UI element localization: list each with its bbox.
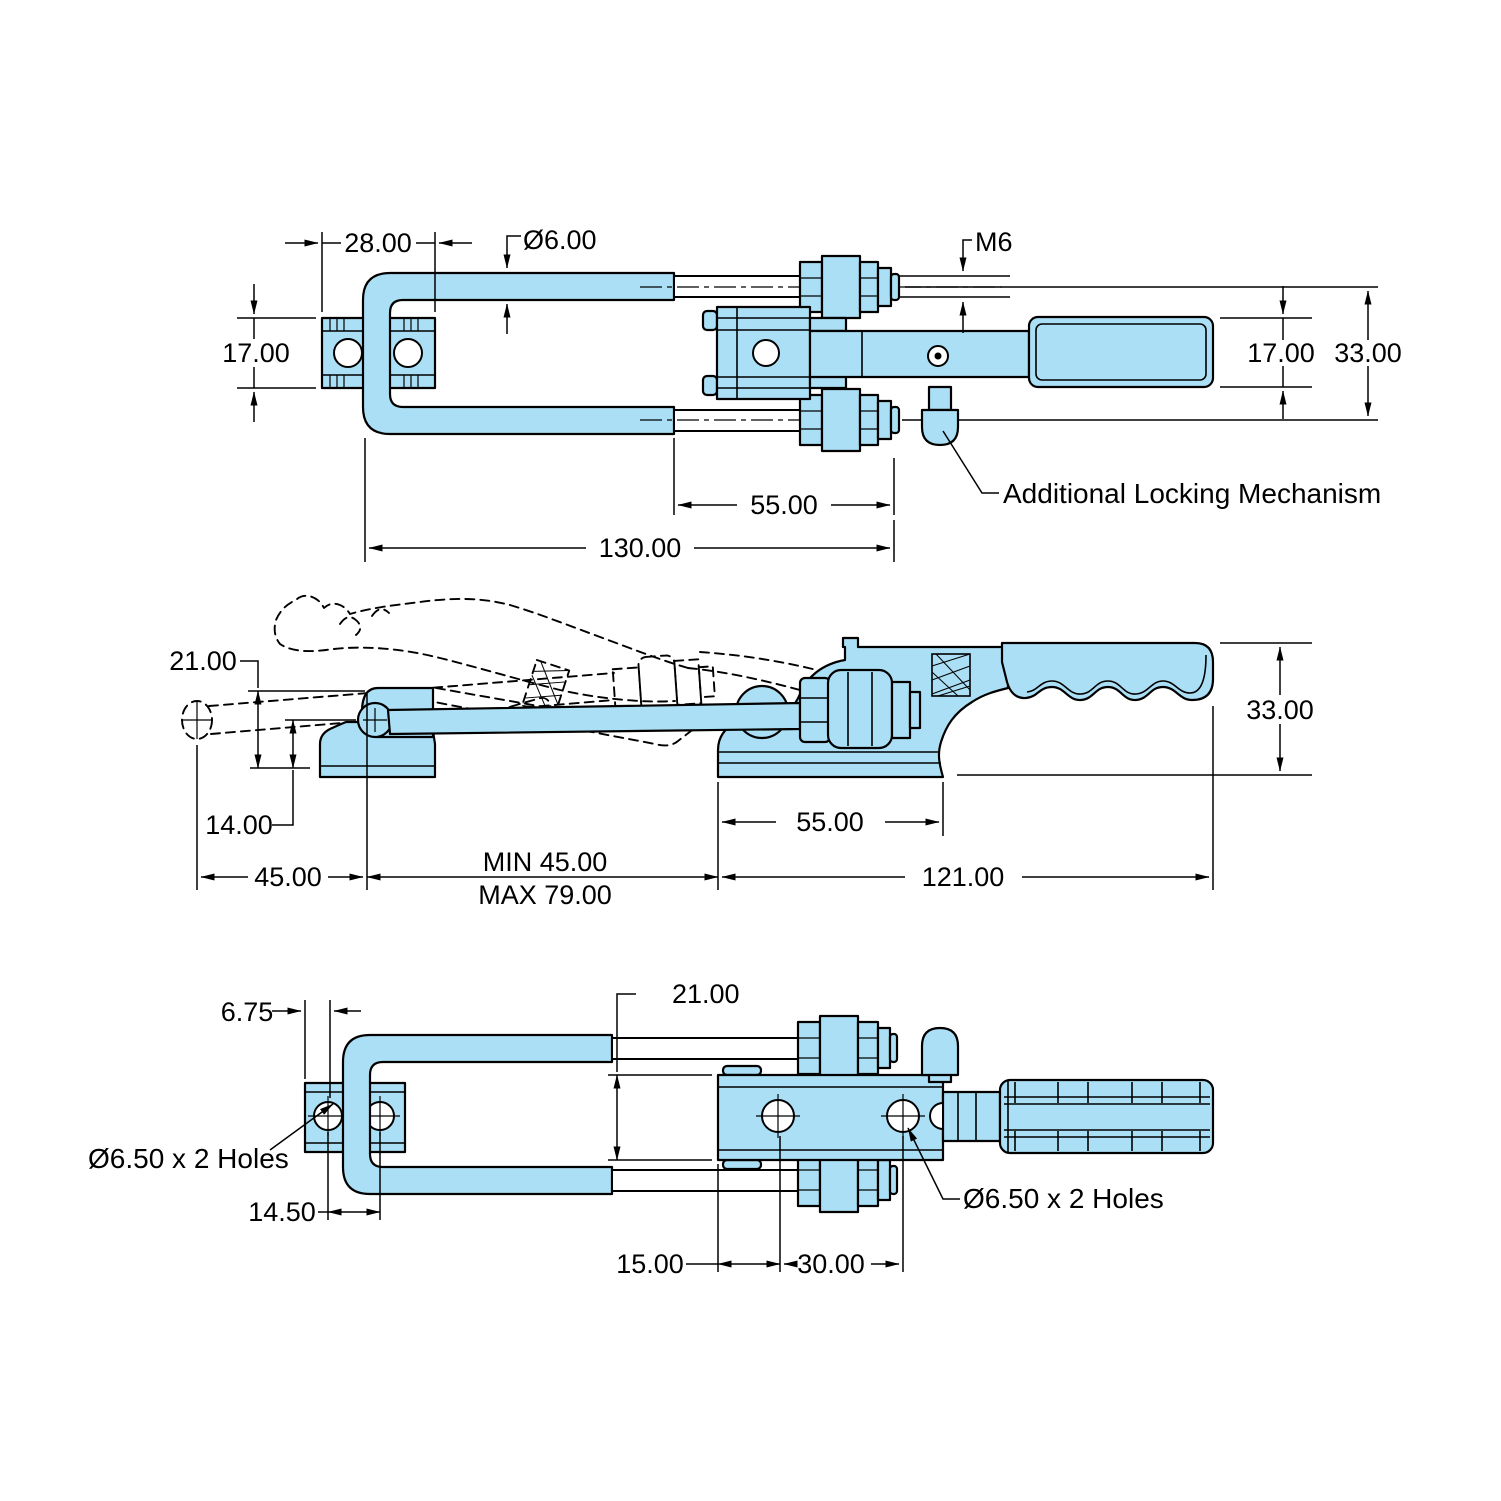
- catch-hole: [333, 338, 363, 368]
- dim-121: 121.00: [922, 862, 1005, 892]
- side-view: 21.00 14.00 45.00 MIN 45.00 MAX 79.00 55…: [169, 594, 1314, 910]
- dim-1450: 14.50: [248, 1197, 316, 1227]
- bottom-base-plate: [716, 1064, 945, 1171]
- catch-hole: [393, 338, 423, 368]
- bottom-clevis: [929, 1090, 1002, 1143]
- bottom-rod-2: [611, 1169, 803, 1192]
- top-nut-cluster: [798, 254, 901, 320]
- top-view-dimensions: 28.00 Ø6.00 M6 17.00 55.00: [222, 225, 1402, 563]
- dim-55-side: 55.00: [796, 807, 864, 837]
- side-latch-rod: [386, 701, 802, 736]
- side-spring: [931, 653, 971, 697]
- dim-30: 30.00: [797, 1249, 865, 1279]
- dim-33-side: 33.00: [1246, 695, 1314, 725]
- dim-17-left: 17.00: [222, 338, 290, 368]
- dim-33-top: 33.00: [1334, 338, 1402, 368]
- top-view: 28.00 Ø6.00 M6 17.00 55.00: [222, 225, 1402, 563]
- dim-min: MIN 45.00: [483, 847, 608, 877]
- dim-thread: M6: [975, 227, 1013, 257]
- handle-grip-side: [1000, 641, 1215, 702]
- dim-21-bottom: 21.00: [672, 979, 740, 1009]
- dim-675: 6.75: [221, 997, 274, 1027]
- knurl-ticks: [1014, 1082, 1201, 1151]
- dim-28: 28.00: [344, 228, 412, 258]
- bottom-u-bolt: [341, 1033, 614, 1196]
- locking-knob-top: [920, 385, 960, 447]
- side-view-dimensions: 21.00 14.00 45.00 MIN 45.00 MAX 79.00 55…: [169, 642, 1314, 910]
- dim-rod-dia: Ø6.00: [523, 225, 597, 255]
- dim-14: 14.00: [205, 810, 273, 840]
- dim-55-top: 55.00: [750, 490, 818, 520]
- locking-knob-bottom: [920, 1026, 960, 1084]
- lever-arm: [808, 329, 1031, 379]
- bottom-view-dimensions: 6.75 21.00 14.50 15.00 30.00 Ø: [88, 979, 1164, 1279]
- dim-17-right: 17.00: [1247, 338, 1315, 368]
- bottom-view: 6.75 21.00 14.50 15.00 30.00 Ø: [88, 979, 1215, 1279]
- callout-locking-mechanism: Additional Locking Mechanism: [1003, 478, 1381, 509]
- pin-center: [934, 352, 942, 360]
- pivot-clevis: [701, 305, 848, 401]
- bottom-nut-cluster: [798, 387, 901, 453]
- callout-base-holes: Ø6.50 x 2 Holes: [963, 1183, 1164, 1214]
- bottom-rod-1: [611, 1037, 803, 1060]
- dim-max: MAX 79.00: [478, 880, 612, 910]
- side-turnbuckle: [798, 668, 922, 750]
- top-u-bolt: [361, 271, 676, 436]
- handle-grip-bottom: [998, 1078, 1215, 1155]
- bottom-nut-cluster-1: [796, 1014, 899, 1082]
- dim-130: 130.00: [599, 533, 682, 563]
- handle-grip-top: [1027, 315, 1215, 389]
- dim-15: 15.00: [616, 1249, 684, 1279]
- callout-catch-holes: Ø6.50 x 2 Holes: [88, 1143, 289, 1174]
- dim-21-side: 21.00: [169, 646, 237, 676]
- dim-45: 45.00: [254, 862, 322, 892]
